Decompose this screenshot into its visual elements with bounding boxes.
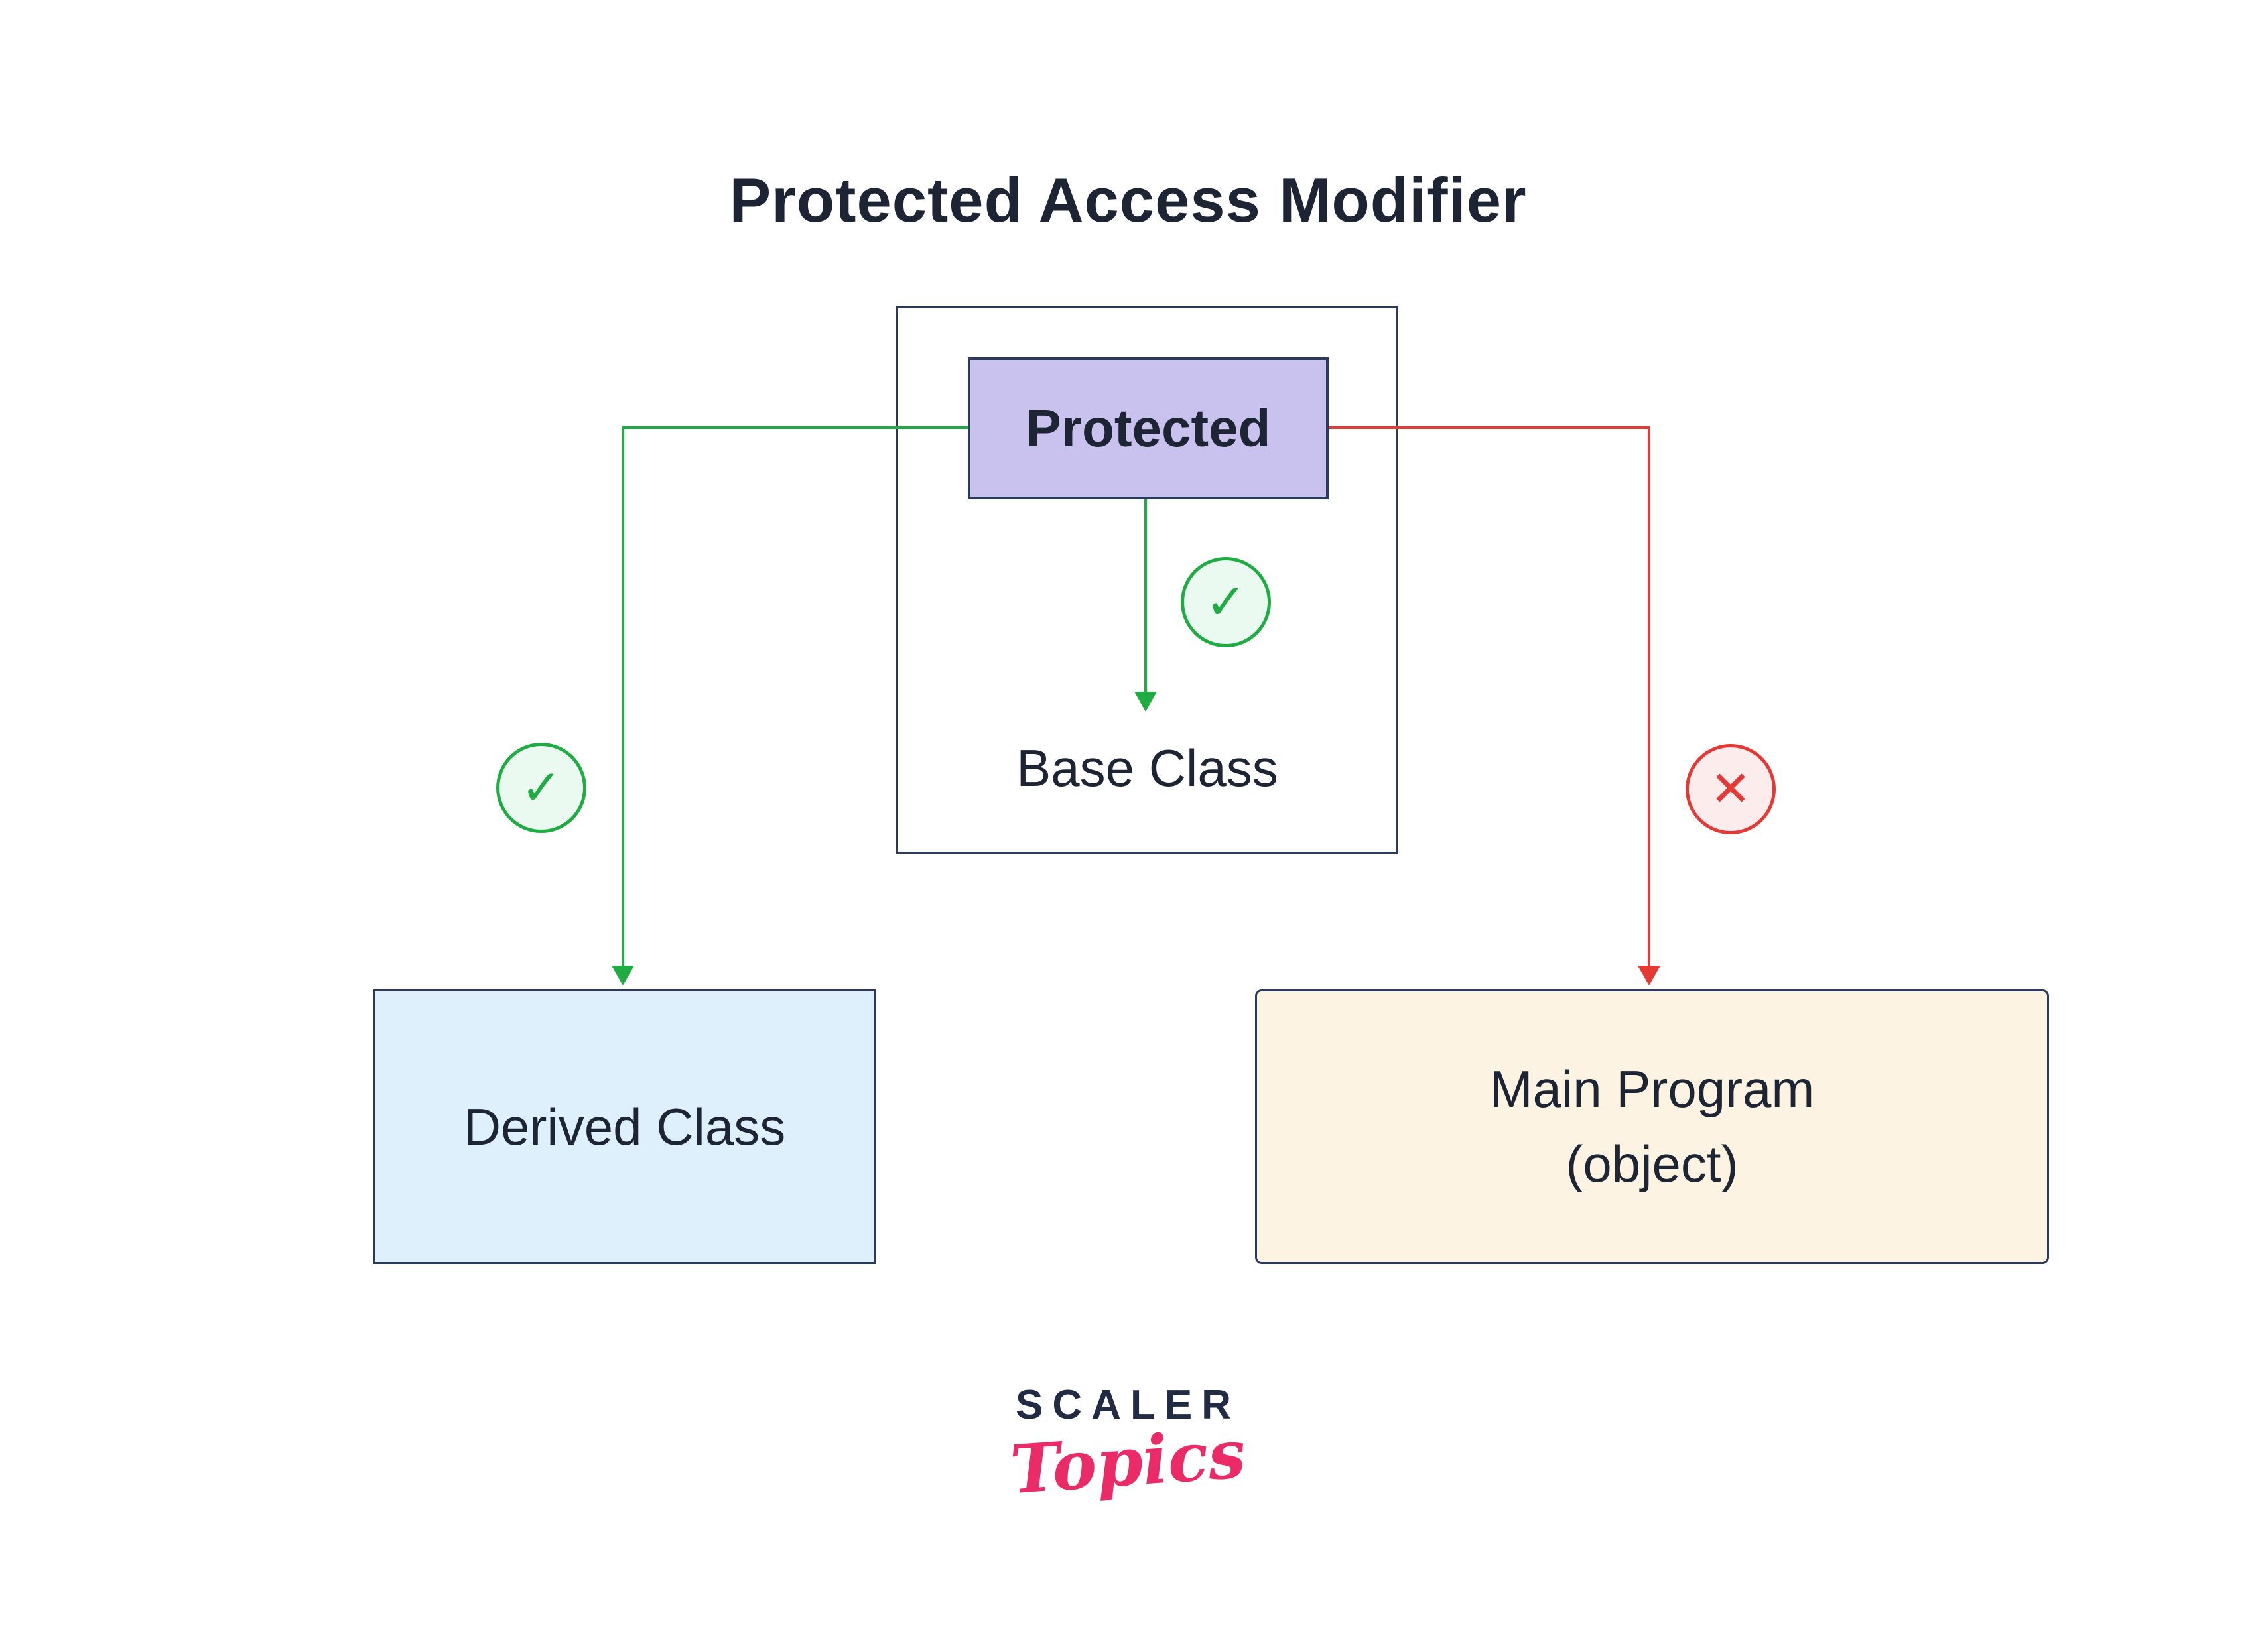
arrow-protected-to-base-line [1144,499,1147,693]
cross-glyph: ✕ [1709,761,1751,816]
scaler-logo: SCALER Topics [0,1382,2256,1509]
connector-protected-to-main-vertical [1648,426,1650,968]
connector-protected-to-main-head [1638,966,1660,985]
arrow-protected-to-base-head [1134,692,1157,712]
check-glyph: ✓ [520,760,562,815]
connector-protected-to-derived-head [612,966,634,985]
scaler-wordmark: SCALER [1016,1382,1240,1428]
connector-protected-to-derived-vertical [622,426,624,968]
topics-wordmark: Topics [1008,1414,1248,1509]
main-program-box: Main Program (object) [1255,989,2049,1264]
main-program-sublabel: (object) [1565,1135,1739,1193]
derived-class-box: Derived Class [373,989,876,1264]
cross-icon-main: ✕ [1686,744,1776,834]
check-icon-base: ✓ [1181,557,1271,647]
derived-class-label: Derived Class [463,1097,786,1156]
base-class-label: Base Class [1016,739,1278,797]
check-icon-derived: ✓ [496,743,586,833]
connector-protected-to-derived-horizontal [623,426,969,429]
check-glyph: ✓ [1205,574,1246,629]
protected-box: Protected [968,357,1329,499]
diagram-title: Protected Access Modifier [729,165,1527,235]
protected-label: Protected [1026,399,1271,458]
main-program-label: Main Program [1489,1059,1815,1118]
connector-protected-to-main-horizontal [1327,426,1649,429]
